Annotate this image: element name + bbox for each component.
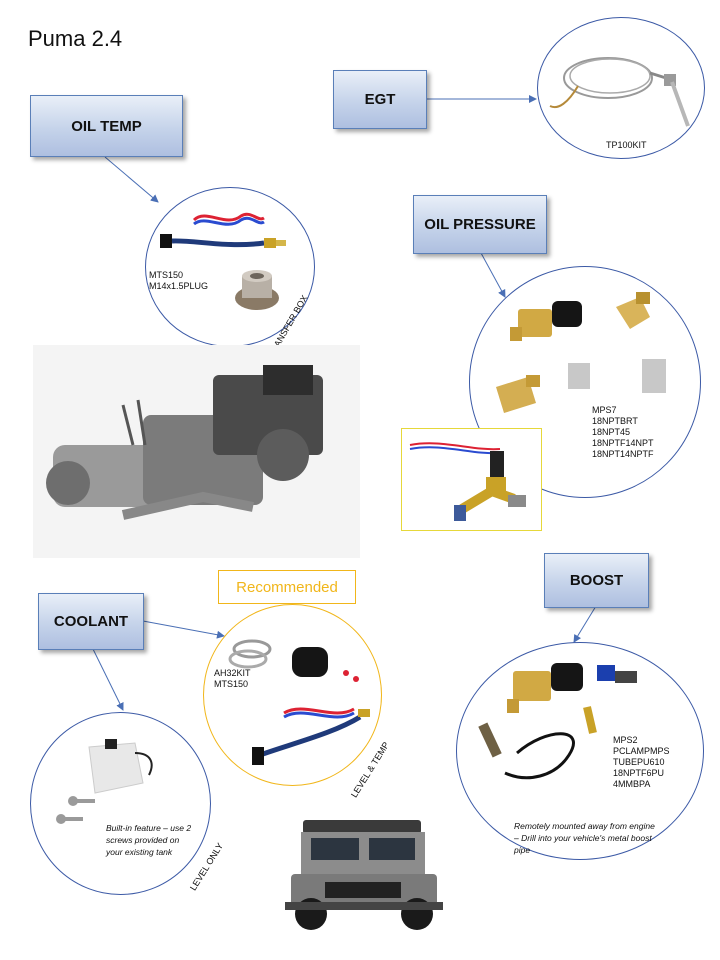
page-title: Puma 2.4 — [28, 26, 123, 51]
coolant-level-only-circle — [30, 712, 211, 895]
recommended-label: Recommended — [218, 570, 356, 604]
engine-drawing — [46, 365, 323, 520]
egt-part-numbers: TP100KIT — [606, 140, 647, 150]
oil-temp-part-numbers: MTS150 M14x1.5PLUG — [149, 270, 209, 291]
coolant-tank-icon — [56, 739, 153, 824]
coolant-recommended-circle — [203, 604, 382, 786]
oil-pressure-tee-inset — [401, 428, 542, 531]
pressure-sender-icon — [496, 292, 666, 413]
sensor-harness-icon — [160, 212, 286, 248]
vehicle-image — [285, 810, 445, 935]
tee-adapter-icon — [409, 442, 526, 521]
egt-box: EGT — [333, 70, 427, 129]
coolant-note: Built-in feature – use 2 screws provided… — [106, 823, 192, 857]
coolant-box: COOLANT — [38, 593, 144, 650]
boost-parts-circle — [456, 642, 704, 860]
oil-temp-parts-circle — [145, 187, 315, 347]
oil-pressure-part-numbers: MPS7 18NPTBRT 18NPT45 18NPTF14NPT 18NPT1… — [592, 405, 654, 459]
hose-clamp-icon — [228, 639, 370, 765]
m14-plug-icon — [235, 270, 279, 310]
boost-box: BOOST — [544, 553, 649, 608]
oil-temp-box: OIL TEMP — [30, 95, 183, 157]
oil-pressure-box: OIL PRESSURE — [413, 195, 547, 254]
coolant-recommended-part-numbers: AH32KIT MTS150 — [214, 668, 251, 689]
boost-note: Remotely mounted away from engine – Dril… — [514, 821, 655, 855]
boost-part-numbers: MPS2 PCLAMPMPS TUBEPU610 18NPTF6PU 4MMBP… — [613, 735, 670, 789]
boost-kit-icon — [478, 663, 637, 780]
thermocouple-probe-icon — [549, 57, 690, 127]
egt-parts-circle — [537, 17, 705, 159]
engine-image — [33, 345, 360, 558]
defender-vehicle-drawing — [285, 820, 443, 930]
oil-pressure-parts-circle — [469, 266, 701, 498]
